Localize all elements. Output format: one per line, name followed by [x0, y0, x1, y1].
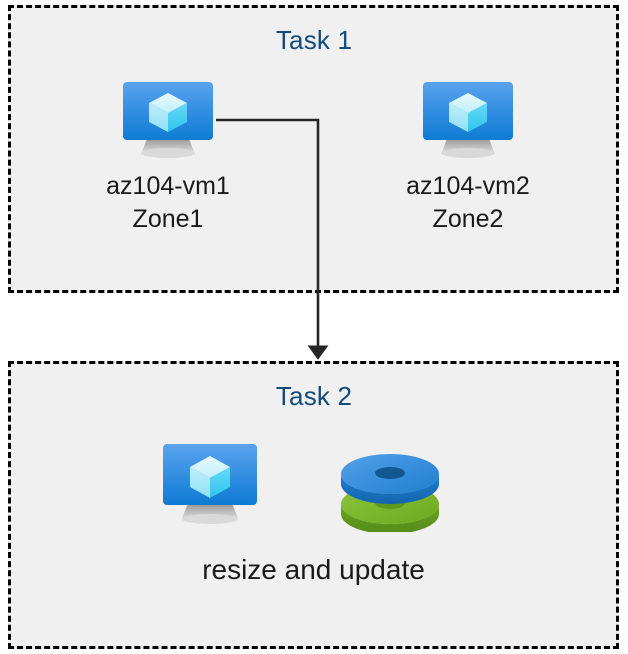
vm2-zone: Zone2	[432, 205, 504, 233]
azure-virtual-machine-icon	[118, 78, 218, 162]
task-2-container	[8, 361, 619, 649]
azure-disks-icon	[336, 442, 444, 534]
node-label-az104-vm2: az104-vm2 Zone2	[368, 170, 568, 236]
task-1-title: Task 1	[275, 25, 353, 55]
azure-virtual-machine-icon	[418, 78, 518, 162]
task-2-title: Task 2	[275, 381, 353, 411]
node-label-az104-vm1: az104-vm1 Zone1	[68, 170, 268, 236]
node-az104-vm1[interactable]: az104-vm1 Zone1	[68, 78, 268, 236]
azure-virtual-machine-icon	[158, 440, 262, 530]
vm1-zone: Zone1	[132, 205, 204, 233]
task-2-caption: resize and update	[202, 554, 425, 585]
vm1-name: az104-vm1	[106, 172, 230, 200]
vm2-name: az104-vm2	[406, 172, 530, 200]
task-2-icon-row	[8, 440, 619, 536]
node-az104-vm2[interactable]: az104-vm2 Zone2	[368, 78, 568, 236]
